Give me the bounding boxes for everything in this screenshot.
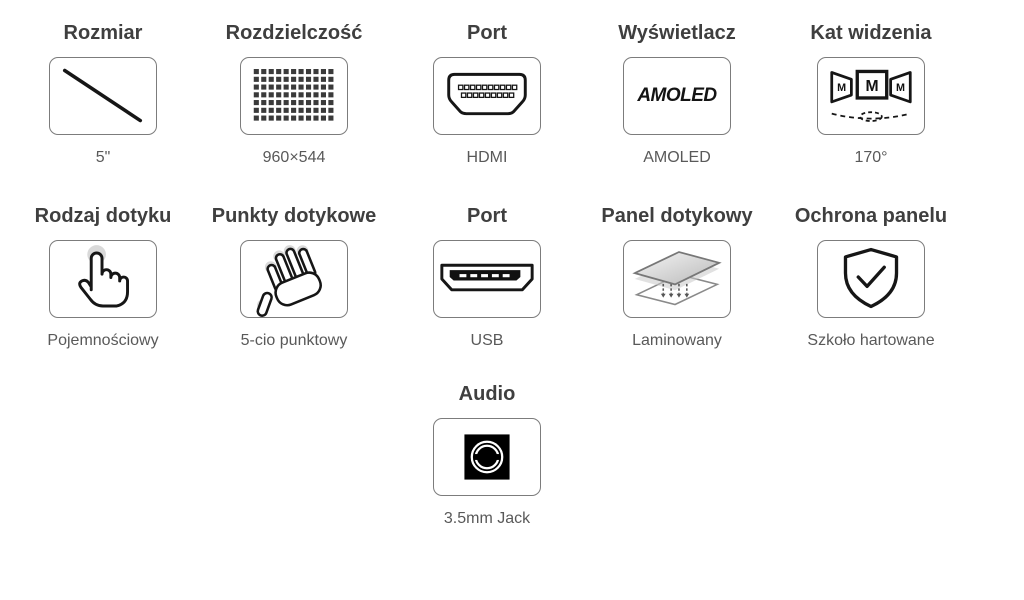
spec-title: Port (467, 205, 507, 227)
spec-icon-box (433, 240, 541, 318)
spec-cell-rozmiar: Rozmiar 5" (8, 20, 198, 168)
spec-cell-panel-dotykowy: Panel dotykowy (582, 203, 772, 351)
spec-icon-box: AMOLED (623, 57, 731, 135)
hdmi-icon (447, 72, 527, 116)
spec-cell-port-hdmi: Port HDMI (392, 20, 582, 168)
shield-check-icon (843, 247, 899, 309)
touch-finger-icon (78, 245, 130, 308)
spec-title: Ochrona panelu (794, 205, 948, 227)
resolution-grid-icon (253, 69, 334, 121)
amoled-wordmark-icon: AMOLED (637, 85, 717, 106)
spec-icon-box (817, 240, 925, 318)
spec-icon-box (240, 240, 348, 318)
spec-icon-box: M M M (817, 57, 925, 135)
spec-title: Rodzaj dotyku (34, 205, 172, 227)
spec-cell-ochrona-panelu: Ochrona panelu Szkoło hartowane (776, 203, 966, 351)
multitouch-hand-icon (256, 245, 322, 317)
svg-text:M: M (896, 82, 905, 94)
spec-cell-kat-widzenia: Kat widzenia M M M 170° (776, 20, 966, 168)
spec-cell-punkty-dotykowe: Punkty dotykowe 5-cio punktowy (199, 203, 389, 351)
spec-icon-box (433, 418, 541, 496)
spec-icon-box (49, 240, 157, 318)
spec-title: Panel dotykowy (601, 205, 753, 227)
spec-icon-box (623, 240, 731, 318)
spec-caption: HDMI (466, 149, 508, 166)
spec-caption: USB (470, 332, 504, 349)
svg-text:M: M (837, 82, 846, 94)
viewing-angle-icon: M M M (830, 69, 912, 122)
spec-title: Kat widzenia (810, 22, 932, 44)
svg-text:M: M (865, 78, 878, 95)
spec-title: Port (467, 22, 507, 44)
spec-caption: Pojemnościowy (47, 332, 159, 349)
spec-cell-port-usb: Port USB (392, 203, 582, 351)
spec-cell-rozdzielczosc: Rozdzielczość 960×544 (199, 20, 389, 168)
spec-caption: Laminowany (632, 332, 722, 349)
spec-title: Rozdzielczość (225, 22, 363, 44)
spec-cell-wyswietlacz: Wyświetlacz AMOLED AMOLED (582, 20, 772, 168)
screen-size-icon (62, 68, 143, 123)
spec-title: Wyświetlacz (618, 22, 736, 44)
audio-jack-icon (464, 434, 510, 480)
spec-title: Rozmiar (63, 22, 143, 44)
spec-icon-box (49, 57, 157, 135)
spec-cell-rodzaj-dotyku: Rodzaj dotyku Pojemnościowy (8, 203, 198, 351)
laminated-layers-icon (632, 251, 722, 306)
spec-icon-box (433, 57, 541, 135)
spec-title: Audio (458, 383, 516, 405)
spec-caption: 170° (854, 149, 888, 166)
spec-icon-box (240, 57, 348, 135)
spec-title: Punkty dotykowe (211, 205, 377, 227)
spec-cell-audio: Audio 3.5mm Jack (392, 381, 582, 529)
spec-caption: AMOLED (643, 149, 711, 166)
spec-caption: 960×544 (262, 149, 326, 166)
spec-caption: Szkoło hartowane (807, 332, 935, 349)
spec-caption: 3.5mm Jack (443, 510, 531, 527)
spec-caption: 5" (95, 149, 111, 166)
spec-caption: 5-cio punktowy (240, 332, 348, 349)
usb-icon (440, 263, 534, 292)
